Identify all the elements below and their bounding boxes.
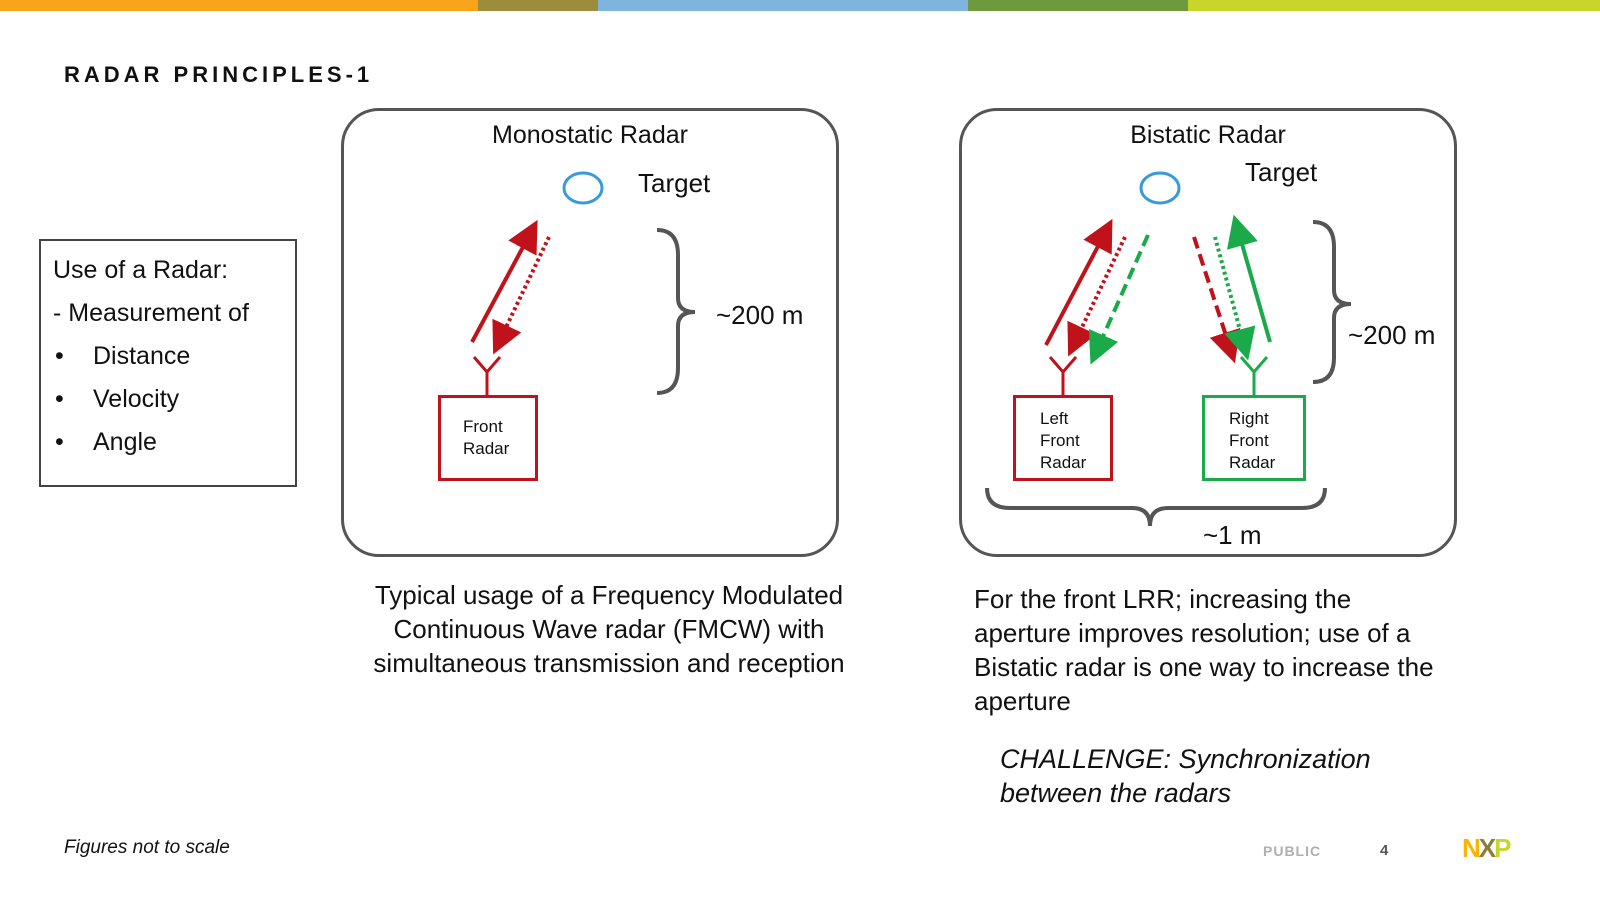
bullet-item: •Angle (53, 421, 283, 464)
monostatic-tx-arrow (470, 219, 538, 343)
monostatic-panel: Monostatic Radar (341, 108, 839, 557)
bullet-velocity: Velocity (93, 385, 180, 413)
use-of-radar-box: Use of a Radar: - Measurement of •Distan… (39, 239, 297, 487)
left-radar-antenna-icon (1048, 356, 1078, 395)
monostatic-distance-label: ~200 m (716, 300, 804, 330)
monostatic-title: Monostatic Radar (492, 121, 688, 149)
bistatic-target-icon (1139, 171, 1181, 205)
bar-seg-5 (1188, 0, 1600, 11)
use-sub: - Measurement of (53, 299, 249, 327)
bar-seg-1 (0, 0, 478, 11)
right-rx-red-arrow (1192, 236, 1241, 364)
bar-seg-3 (598, 0, 968, 11)
bar-seg-4 (968, 0, 1188, 11)
bistatic-distance-label: ~200 m (1348, 320, 1436, 350)
left-rx-green-arrow (1088, 234, 1150, 365)
front-radar-antenna-icon (472, 356, 502, 395)
slide-title: RADAR PRINCIPLES-1 (64, 62, 374, 87)
right-rx-green-arrow (1213, 236, 1256, 361)
front-radar-label: Front Radar (463, 417, 510, 458)
classification-label: PUBLIC (1263, 843, 1322, 859)
front-radar-box: Front Radar (438, 395, 538, 481)
monostatic-target-icon (562, 171, 604, 205)
left-tx-arrow (1044, 218, 1113, 346)
right-radar-antenna-icon (1239, 356, 1269, 395)
bistatic-target-label: Target (1245, 157, 1318, 187)
right-front-radar-label: Right Front Radar (1229, 409, 1276, 472)
bistatic-title: Bistatic Radar (1130, 121, 1286, 149)
use-heading: Use of a Radar: (53, 256, 229, 284)
bistatic-caption: For the front LRR; increasing the apertu… (974, 584, 1434, 716)
monostatic-target-label: Target (638, 168, 711, 198)
logo-letter-p: P (1494, 833, 1511, 863)
bar-seg-2 (478, 0, 598, 11)
bullet-distance: Distance (93, 342, 191, 370)
bistatic-spacing-brace (985, 487, 1327, 527)
bullet-item: •Distance (53, 335, 283, 378)
page-number: 4 (1380, 842, 1389, 859)
logo-letter-x: X (1478, 833, 1496, 863)
challenge-text: CHALLENGE: Synchronization between the r… (1000, 744, 1371, 808)
bullet-item: •Velocity (53, 378, 283, 421)
top-color-bar (0, 0, 1600, 11)
monostatic-caption: Typical usage of a Frequency Modulated C… (373, 580, 845, 678)
scale-footnote: Figures not to scale (64, 837, 230, 858)
right-tx-arrow (1227, 214, 1272, 343)
left-front-radar-label: Left Front Radar (1040, 409, 1087, 472)
left-rx-red-arrow (1067, 236, 1127, 357)
bistatic-spacing-label: ~1 m (1203, 520, 1262, 550)
logo-letter-n: N (1462, 833, 1481, 863)
monostatic-distance-brace (656, 228, 696, 395)
bistatic-distance-brace (1312, 220, 1352, 384)
monostatic-rx-arrow (492, 236, 551, 355)
bullet-angle: Angle (93, 428, 157, 456)
left-front-radar-box: Left Front Radar (1013, 395, 1113, 481)
right-front-radar-box: Right Front Radar (1202, 395, 1306, 481)
bistatic-panel: Bistatic Radar (959, 108, 1457, 557)
nxp-logo: NXP (1462, 833, 1512, 864)
